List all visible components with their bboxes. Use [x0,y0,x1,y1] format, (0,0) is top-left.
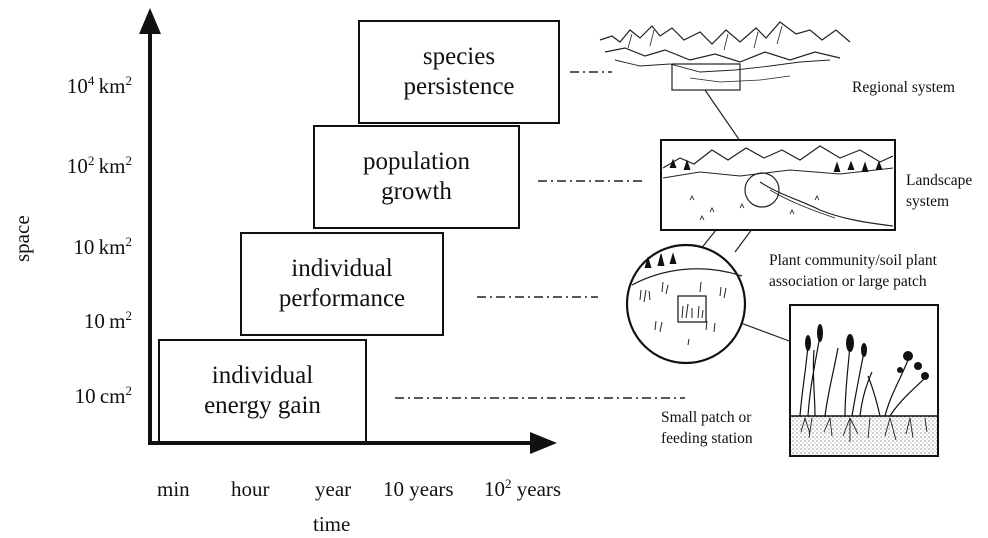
community-inset-rect [677,295,707,323]
caption-regional-system: Regional system [852,79,955,96]
plant-community-circle-icon [625,243,747,365]
x-axis-title: time [313,512,351,536]
y-axis-arrowhead [139,8,161,34]
y-tick-label: 10 cm2 [74,382,132,408]
y-tick-label: 104 km2 [66,72,132,98]
x-axis-arrowhead [530,432,557,454]
caption-plant-community: Plant community/soil plant association o… [769,252,937,290]
regional-inset-rect [671,63,741,91]
y-tick-label: 10 m2 [83,307,132,333]
caption-landscape-system: Landscape system [906,172,973,210]
mountain-range-icon [599,21,851,91]
x-tick-label: 102 years [484,475,562,501]
plant-patch-soil-icon [789,304,939,457]
x-tick-label: min [157,477,190,501]
x-tick-label: year [315,477,352,501]
x-tick-label: 10 years [383,477,454,501]
y-tick-label: 10 km2 [73,233,132,259]
landscape-inset-circle [744,172,780,208]
x-tick-label: hour [231,477,270,501]
y-tick-label: 102 km2 [66,152,132,178]
landscape-scene-icon [660,139,896,231]
caption-small-patch: Small patch or feeding station [661,409,753,447]
